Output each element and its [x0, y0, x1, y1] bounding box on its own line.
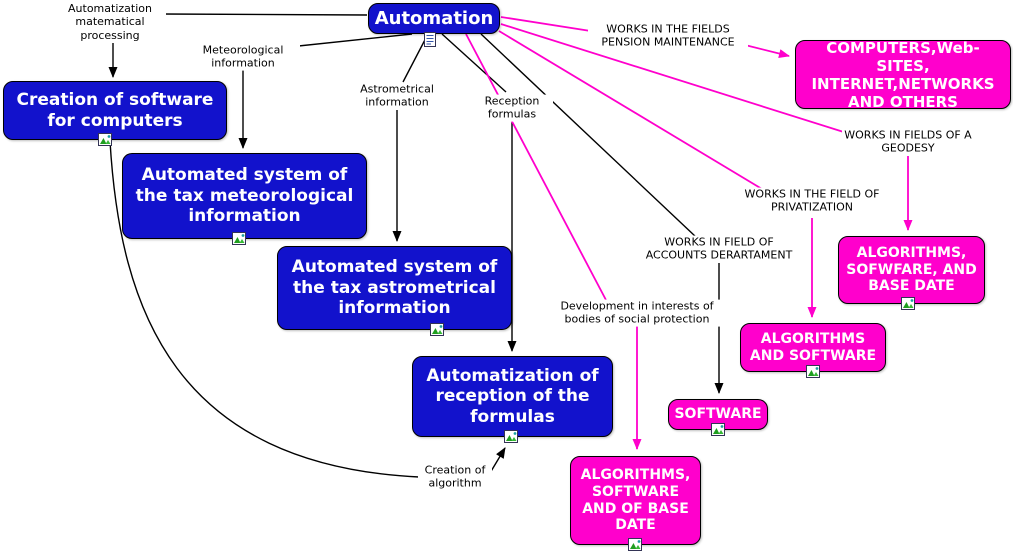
link-label-meteorological[interactable]: Meteorological information: [186, 43, 300, 71]
edge-automation-to-astrometrical: [402, 33, 429, 83]
link-label-accounts[interactable]: WORKS IN FIELD OF ACCOUNTS DERARTAMENT: [637, 235, 801, 263]
image-icon[interactable]: [429, 323, 444, 336]
node-creation-software[interactable]: Creation of software for computers: [3, 81, 227, 140]
node-meteo-system[interactable]: Automated system of the tax meteorologic…: [122, 153, 367, 239]
edge-automation-to-reception-formulas: [441, 33, 507, 93]
image-icon[interactable]: [503, 430, 518, 443]
node-label: SOFTWARE: [674, 406, 762, 423]
link-label-development[interactable]: Development in interests of bodies of so…: [552, 299, 722, 327]
image-icon[interactable]: [98, 133, 112, 146]
node-alg-software[interactable]: ALGORITHMS AND SOFTWARE: [740, 323, 886, 372]
image-icon[interactable]: [806, 365, 820, 378]
edge-automation-to-geodesy: [500, 23, 851, 135]
node-label: Automation: [374, 7, 494, 29]
image-icon[interactable]: [627, 538, 642, 551]
edge-automation-to-privatization: [498, 30, 763, 190]
edge-automation-to-pension: [500, 16, 598, 33]
node-label: Automated system of the tax meteorologic…: [135, 165, 354, 227]
edge-creation-algorithm-to-reception: [489, 447, 506, 474]
image-icon[interactable]: [231, 232, 246, 245]
link-label-astrometrical[interactable]: Astrometrical information: [346, 82, 448, 110]
node-label: ALGORITHMS, SOFWFARE, AND BASE DATE: [846, 244, 977, 295]
node-automation[interactable]: Automation: [368, 3, 500, 34]
edge-automation-to-accounts: [480, 33, 697, 238]
node-label: Creation of software for computers: [16, 90, 214, 131]
image-icon[interactable]: [900, 297, 915, 310]
image-icon[interactable]: [711, 423, 725, 436]
link-label-creation-algorithm[interactable]: Creation of algorithm: [418, 463, 492, 491]
node-software[interactable]: SOFTWARE: [668, 399, 768, 430]
node-label: Automatization of reception of the formu…: [426, 365, 599, 427]
link-label-reception-formulas[interactable]: Reception formulas: [471, 94, 553, 122]
node-label: Automated system of the tax astrometrica…: [291, 257, 498, 319]
link-label-geodesy[interactable]: WORKS IN FIELDS OF A GEODESY: [842, 128, 974, 156]
edge-automation-to-development: [465, 33, 607, 301]
edge-pension-to-computers: [740, 43, 790, 58]
edge-automation-to-meteorological: [288, 33, 413, 48]
node-alg-sofwfare[interactable]: ALGORITHMS, SOFWFARE, AND BASE DATE: [838, 236, 985, 304]
document-icon[interactable]: [424, 32, 436, 47]
node-label: ALGORITHMS, SOFTWARE AND OF BASE DATE: [580, 466, 691, 534]
link-label-matematical[interactable]: Automatization matematical processing: [54, 1, 166, 43]
edge-creation-to-creation-algorithm: [109, 140, 420, 478]
node-reception[interactable]: Automatization of reception of the formu…: [412, 356, 613, 437]
node-label: ALGORITHMS AND SOFTWARE: [749, 330, 877, 364]
node-alg-base[interactable]: ALGORITHMS, SOFTWARE AND OF BASE DATE: [570, 456, 701, 545]
node-label: COMPUTERS,Web-SITES, INTERNET,NETWORKS A…: [811, 38, 995, 111]
link-label-pension[interactable]: WORKS IN THE FIELDS PENSION MAINTENANCE: [588, 22, 748, 50]
node-astro-system[interactable]: Automated system of the tax astrometrica…: [277, 246, 512, 330]
node-computers[interactable]: COMPUTERS,Web-SITES, INTERNET,NETWORKS A…: [795, 38, 1011, 111]
edge-automation-to-matematical: [160, 13, 368, 16]
link-label-privatization[interactable]: WORKS IN THE FIELD OF PRIVATIZATION: [736, 187, 888, 215]
